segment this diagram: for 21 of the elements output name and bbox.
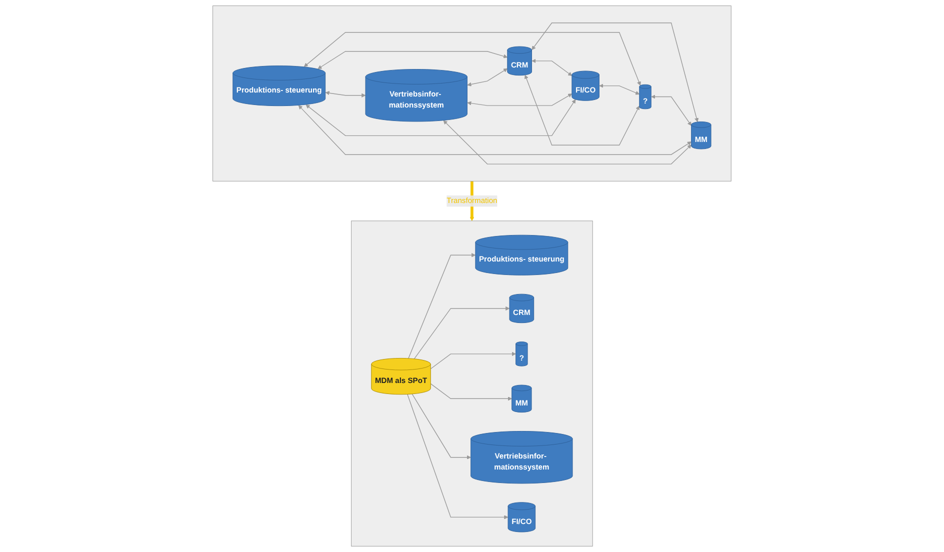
arrow xyxy=(467,94,572,106)
arrow xyxy=(430,352,516,370)
arrow xyxy=(532,58,572,76)
arrow xyxy=(599,84,640,95)
cluster xyxy=(351,220,593,546)
arrow xyxy=(304,32,641,86)
arrow xyxy=(298,105,692,155)
arrow xyxy=(412,394,472,460)
arrow xyxy=(430,383,512,401)
arrow xyxy=(408,253,476,359)
arrow xyxy=(325,90,366,98)
arrow xyxy=(532,22,699,122)
arrow xyxy=(651,94,692,126)
arrow xyxy=(467,68,508,86)
arrow xyxy=(524,74,640,146)
arrow xyxy=(306,99,576,136)
arrow xyxy=(318,51,508,70)
arrow xyxy=(414,306,510,360)
arrow xyxy=(443,120,692,164)
cluster xyxy=(212,6,732,182)
arrow xyxy=(407,394,508,520)
